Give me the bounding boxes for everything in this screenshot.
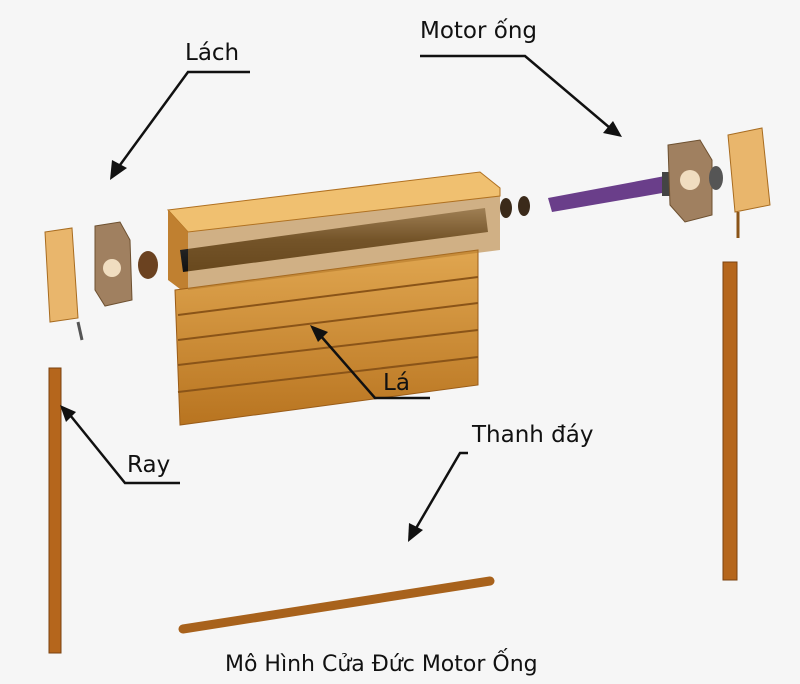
motor-tube [500,127,771,238]
caption: Mô Hình Cửa Đức Motor Ống [225,652,538,677]
right-rail [722,261,738,581]
label-ray: Ray [127,452,171,478]
leader-lines [69,54,611,531]
label-la: Lá [383,370,410,396]
door-slats [166,171,501,426]
left-rail [48,367,62,654]
bottom-bar [178,576,495,634]
label-motor: Motor ống [420,18,538,44]
left-bracket [44,221,158,341]
label-lach: Lách [185,40,240,66]
arrowheads [60,121,622,542]
label-thanh-day: Thanh đáy [472,422,594,448]
